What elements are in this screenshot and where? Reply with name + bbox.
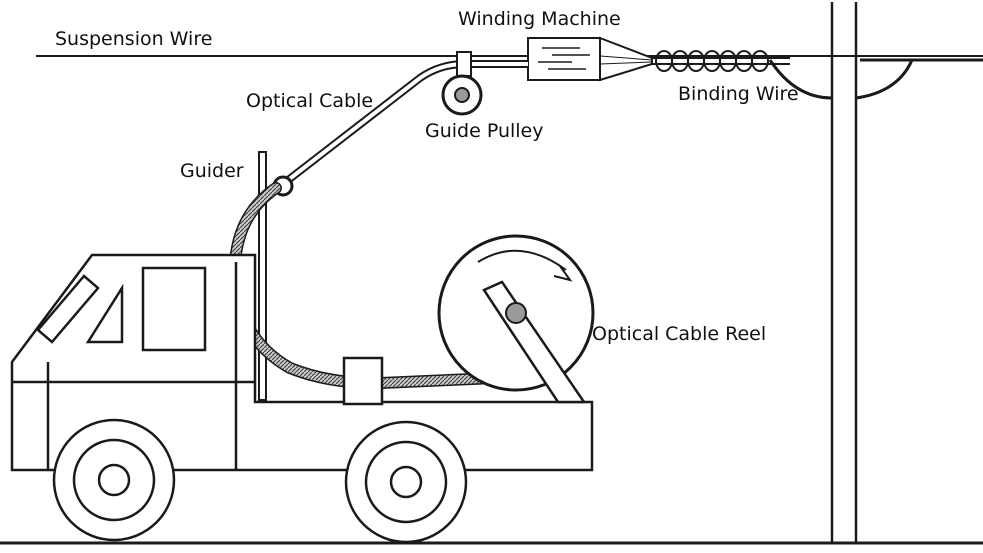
optical-cable-label: Optical Cable <box>246 90 374 112</box>
winding-machine-label: Winding Machine <box>458 8 621 30</box>
cable-clamp <box>342 356 384 406</box>
binding-wire-label: Binding Wire <box>678 83 799 105</box>
guide-pulley <box>441 51 483 116</box>
suspension-wire-label: Suspension Wire <box>55 28 213 50</box>
cab-side-window <box>85 283 124 344</box>
reel-hub <box>505 302 527 324</box>
cab-window <box>141 266 207 352</box>
truck <box>10 253 594 472</box>
optical-cable-reel-label: Optical Cable Reel <box>592 323 767 345</box>
guide-pulley-label: Guide Pulley <box>425 120 544 142</box>
optical-cable-reel <box>437 234 595 404</box>
front-wheel <box>52 418 176 542</box>
rear-wheel <box>344 420 468 544</box>
reel-rotation-arrow <box>477 249 567 271</box>
utility-pole <box>830 2 858 543</box>
windshield <box>36 274 100 344</box>
winding-machine <box>527 36 653 82</box>
sag-wire-right <box>855 59 914 100</box>
guider-label: Guider <box>180 160 244 182</box>
sag-wire-left <box>768 59 833 100</box>
binding-wire-coils <box>640 50 790 72</box>
